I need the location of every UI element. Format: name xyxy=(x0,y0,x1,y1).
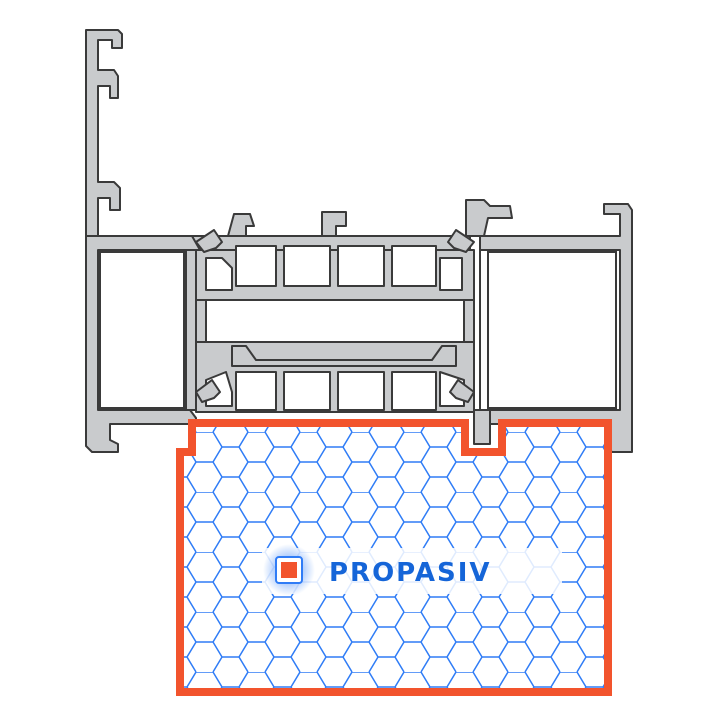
thermal-break-upper xyxy=(195,229,475,301)
propasiv-logo: PROPASIV xyxy=(262,544,562,596)
logo-mark-square xyxy=(281,562,297,578)
right-frame-cavity xyxy=(487,251,617,409)
left-frame-cavity xyxy=(99,251,185,409)
central-gap xyxy=(195,299,475,343)
thermal-break-lower xyxy=(195,341,475,413)
brand-name: PROPASIV xyxy=(329,558,492,588)
